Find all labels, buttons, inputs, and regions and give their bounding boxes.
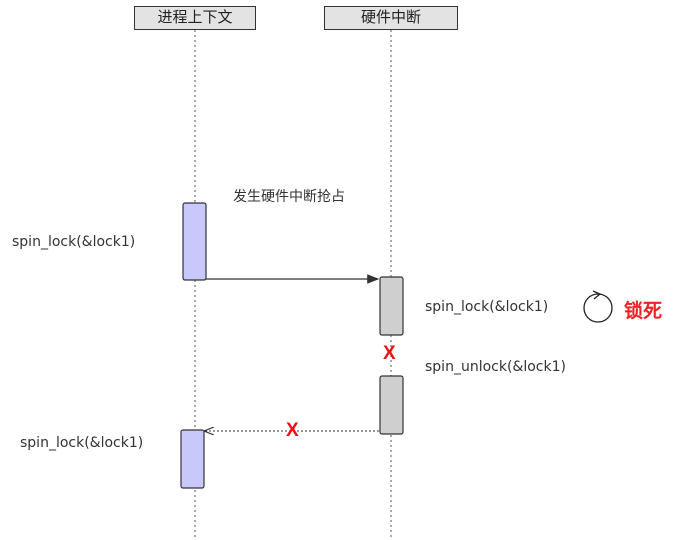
deadlock-label: 锁死	[624, 300, 663, 322]
note-hardware-lock: spin_lock(&lock1)	[425, 299, 549, 315]
message-preempt-label: 发生硬件中断抢占	[233, 189, 345, 205]
note-process-lock-again: spin_lock(&lock1)	[20, 435, 144, 451]
activation-process-2	[180, 429, 205, 489]
activation-hardware-1	[379, 276, 404, 336]
participant-process: 进程上下文	[134, 6, 256, 30]
note-process-lock: spin_lock(&lock1)	[12, 234, 136, 250]
cross-mark-return: X	[286, 420, 299, 441]
cross-mark-unlock: X	[383, 343, 396, 364]
participant-hardware: 硬件中断	[324, 6, 458, 30]
activation-hardware-2	[379, 375, 404, 435]
activation-process-1	[182, 202, 207, 281]
note-hardware-unlock: spin_unlock(&lock1)	[425, 359, 566, 375]
loop-icon	[583, 290, 613, 323]
